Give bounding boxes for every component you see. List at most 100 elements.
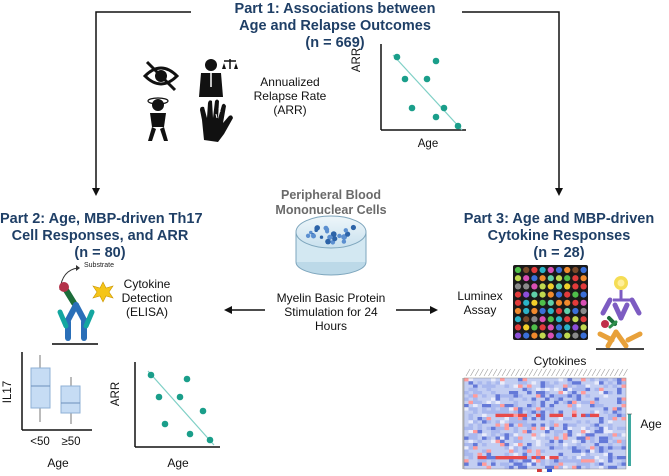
heatmap-cell (518, 410, 523, 414)
heatmap-cell (464, 397, 469, 401)
assay-line2: Assay (463, 303, 497, 317)
heatmap-cell (518, 417, 523, 421)
part2-point (147, 371, 155, 379)
heatmap-cell (509, 417, 514, 421)
heatmap-cell (527, 449, 532, 453)
heatmap-cell (612, 417, 618, 421)
heatmap-cell (504, 384, 510, 388)
heatmap-cell (495, 410, 501, 414)
heatmap-column-label (474, 368, 480, 377)
il17-boxplot (21, 352, 92, 431)
heatmap-cell (545, 430, 550, 434)
heatmap-cell (473, 443, 478, 447)
plate-well (572, 316, 579, 323)
plate-well (523, 266, 530, 274)
heatmap-cell (594, 387, 600, 392)
plate-well (555, 299, 563, 306)
heatmap-cell (590, 446, 595, 450)
heatmap-cell (504, 436, 510, 440)
plate-well (580, 266, 587, 274)
heatmap-cell (621, 404, 627, 408)
heatmap-cell (603, 378, 609, 382)
plate-well (523, 316, 530, 323)
heatmap-cell (585, 449, 591, 453)
heatmap-cell (482, 413, 487, 418)
heatmap-cell (509, 456, 514, 460)
heatmap-cell (504, 433, 510, 437)
heatmap-cell (482, 462, 487, 466)
plate-well (531, 275, 538, 282)
heatmap-cell (513, 413, 519, 418)
heatmap-cell (504, 426, 510, 431)
heatmap-cell (486, 449, 492, 453)
heatmap-cell (621, 456, 627, 460)
heatmap-cell (509, 404, 514, 408)
heatmap-cell (513, 462, 519, 466)
part1-y-label: ARR (351, 47, 363, 73)
heatmap-cell (504, 404, 510, 408)
plate-well (564, 324, 571, 331)
heatmap-column-label (564, 368, 570, 377)
boxplot-group-over-50: ≥50 (61, 436, 81, 448)
heatmap-cell (581, 459, 586, 463)
heatmap-cell (495, 426, 501, 431)
heatmap-cell (590, 459, 595, 463)
part2-title: Part 2: Age, MBP-driven Th17 Cell Respon… (0, 211, 203, 262)
heatmap-cell (590, 449, 595, 453)
heatmap-cell (621, 426, 627, 431)
part1-scatter-plot (380, 44, 466, 131)
heatmap-cell (599, 462, 604, 466)
part2-point (176, 393, 184, 401)
heatmap-cell (522, 378, 528, 382)
pbmc-line1: Peripheral Blood (280, 188, 382, 202)
heatmap-cell (518, 420, 523, 424)
heatmap-cell (558, 443, 564, 447)
heatmap-cell (540, 456, 546, 460)
plate-well (580, 291, 587, 298)
heatmap-cell (473, 387, 478, 392)
heatmap-cell (621, 397, 627, 401)
heatmap-cell (572, 387, 577, 392)
heatmap-cell (567, 378, 573, 382)
heatmap-cell (486, 436, 492, 440)
heatmap-cell (590, 436, 595, 440)
heatmap-cell (554, 400, 559, 405)
heatmap-cell (540, 459, 546, 463)
heatmap-cell (576, 387, 582, 392)
heatmap-cell (558, 378, 564, 382)
substrate-label: Substrate (84, 262, 114, 269)
heatmap-cell (468, 394, 474, 398)
heatmap-cell (540, 404, 546, 408)
heatmap-cell (473, 407, 478, 411)
heatmap-cell (576, 462, 582, 466)
heatmap-age-label: Age (640, 417, 662, 431)
heatmap-cell (486, 404, 492, 408)
heatmap-cell (549, 426, 555, 431)
heatmap-cell (545, 381, 550, 385)
heatmap-cell (572, 459, 577, 463)
heatmap-cell (468, 413, 474, 418)
heatmap-cell (554, 387, 559, 392)
plate-well (564, 291, 571, 298)
heatmap-cell (468, 378, 474, 382)
plate-well (531, 324, 538, 331)
heatmap-cell (518, 413, 523, 418)
heatmap-cell (513, 456, 519, 460)
heatmap-cell (509, 397, 514, 401)
pbmc-cell (309, 230, 313, 235)
heatmap-cell (594, 397, 600, 401)
heatmap-cell (527, 410, 532, 414)
boxplot-group-under-50: <50 (30, 436, 50, 448)
heatmap-cell (594, 426, 600, 431)
heatmap-cell (617, 400, 622, 405)
heatmap-cell (603, 446, 609, 450)
plate-well (547, 291, 554, 298)
heatmap-cell (603, 384, 609, 388)
heatmap-cell (617, 456, 622, 460)
heatmap-cell (594, 404, 600, 408)
part2-point (155, 393, 163, 401)
heatmap-cell (567, 430, 573, 434)
vision-loss-icon (142, 60, 180, 92)
part1-point (393, 53, 401, 61)
heatmap-column-label (573, 368, 579, 377)
